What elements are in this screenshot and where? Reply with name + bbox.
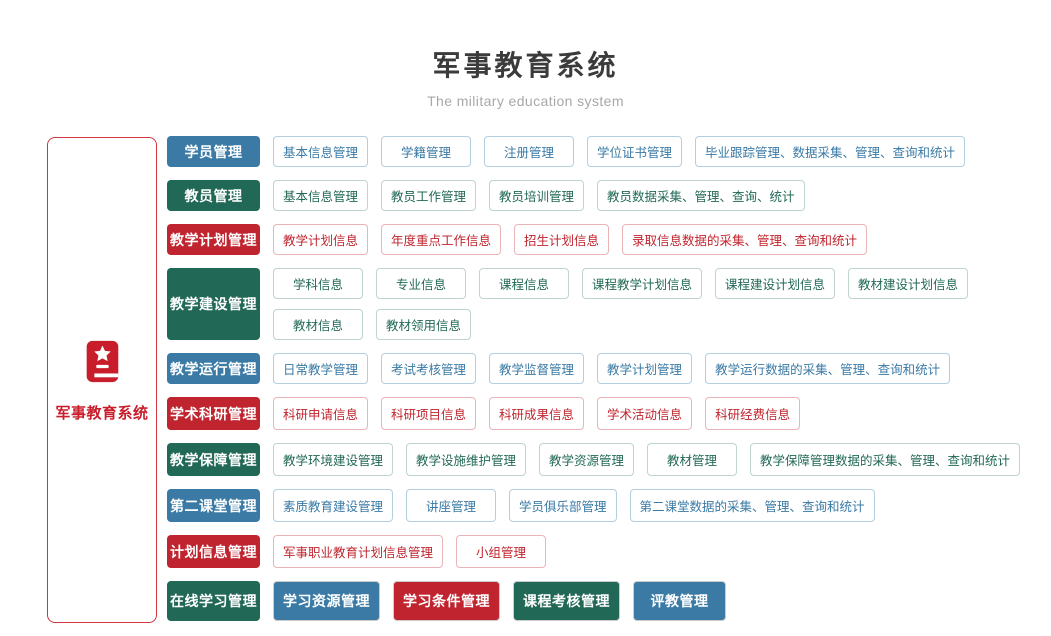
- book-star-icon: [79, 338, 125, 389]
- item-button[interactable]: 学习条件管理: [393, 581, 500, 621]
- item-button[interactable]: 科研项目信息: [381, 397, 477, 430]
- item-button[interactable]: 评教管理: [633, 581, 726, 621]
- item-button[interactable]: 军事职业教育计划信息管理: [273, 535, 444, 568]
- item-line: 素质教育建设管理讲座管理学员俱乐部管理第二课堂数据的采集、管理、查询和统计: [273, 489, 875, 522]
- item-button[interactable]: 小组管理: [456, 535, 547, 568]
- item-button[interactable]: 科研成果信息: [489, 397, 585, 430]
- main-layout: 军事教育系统 学员管理基本信息管理学籍管理注册管理学位证书管理毕业跟踪管理、数据…: [47, 136, 1051, 623]
- item-line: 军事职业教育计划信息管理小组管理: [273, 535, 547, 568]
- item-button[interactable]: 注册管理: [484, 136, 575, 167]
- item-button[interactable]: 学员俱乐部管理: [509, 489, 617, 522]
- item-button[interactable]: 专业信息: [376, 268, 466, 299]
- item-button[interactable]: 课程信息: [479, 268, 569, 299]
- system-row: 教员管理基本信息管理教员工作管理教员培训管理教员数据采集、管理、查询、统计: [167, 180, 1020, 211]
- item-line: 学科信息专业信息课程信息课程教学计划信息课程建设计划信息教材建设计划信息: [273, 268, 969, 299]
- category-items: 教学计划信息年度重点工作信息招生计划信息录取信息数据的采集、管理、查询和统计: [273, 224, 868, 255]
- category-items: 学习资源管理学习条件管理课程考核管理评教管理: [273, 581, 726, 621]
- page-subtitle: The military education system: [427, 93, 624, 109]
- item-button[interactable]: 基本信息管理: [273, 136, 369, 167]
- item-button[interactable]: 年度重点工作信息: [381, 224, 502, 255]
- item-button[interactable]: 教学监督管理: [489, 353, 585, 384]
- item-button[interactable]: 教材信息: [273, 309, 363, 340]
- item-button[interactable]: 毕业跟踪管理、数据采集、管理、查询和统计: [695, 136, 966, 167]
- item-button[interactable]: 日常教学管理: [273, 353, 369, 384]
- category-items: 基本信息管理教员工作管理教员培训管理教员数据采集、管理、查询、统计: [273, 180, 805, 211]
- category-button[interactable]: 教学计划管理: [167, 224, 260, 255]
- category-items: 教学环境建设管理教学设施维护管理教学资源管理教材管理教学保障管理数据的采集、管理…: [273, 443, 1021, 476]
- item-button[interactable]: 学术活动信息: [597, 397, 693, 430]
- item-button[interactable]: 教学计划管理: [597, 353, 693, 384]
- system-row: 教学建设管理学科信息专业信息课程信息课程教学计划信息课程建设计划信息教材建设计划…: [167, 268, 1020, 340]
- item-button[interactable]: 学位证书管理: [587, 136, 683, 167]
- category-button[interactable]: 教员管理: [167, 180, 260, 211]
- item-button[interactable]: 教学运行数据的采集、管理、查询和统计: [705, 353, 951, 384]
- item-button[interactable]: 课程建设计划信息: [715, 268, 836, 299]
- category-button[interactable]: 计划信息管理: [167, 535, 260, 568]
- system-row: 教学保障管理教学环境建设管理教学设施维护管理教学资源管理教材管理教学保障管理数据…: [167, 443, 1021, 476]
- item-line: 教学环境建设管理教学设施维护管理教学资源管理教材管理教学保障管理数据的采集、管理…: [273, 443, 1021, 476]
- category-button[interactable]: 教学运行管理: [167, 353, 260, 384]
- item-line: 日常教学管理考试考核管理教学监督管理教学计划管理教学运行数据的采集、管理、查询和…: [273, 353, 951, 384]
- item-button[interactable]: 教学设施维护管理: [406, 443, 527, 476]
- item-button[interactable]: 教员数据采集、管理、查询、统计: [597, 180, 805, 211]
- category-items: 基本信息管理学籍管理注册管理学位证书管理毕业跟踪管理、数据采集、管理、查询和统计: [273, 136, 966, 167]
- item-line: 基本信息管理教员工作管理教员培训管理教员数据采集、管理、查询、统计: [273, 180, 805, 211]
- category-items: 军事职业教育计划信息管理小组管理: [273, 535, 547, 568]
- page-header: 军事教育系统 The military education system: [0, 0, 1051, 109]
- item-button[interactable]: 录取信息数据的采集、管理、查询和统计: [622, 224, 868, 255]
- system-row: 教学计划管理教学计划信息年度重点工作信息招生计划信息录取信息数据的采集、管理、查…: [167, 224, 1020, 255]
- category-button[interactable]: 教学保障管理: [167, 443, 260, 476]
- item-button[interactable]: 讲座管理: [406, 489, 497, 522]
- item-button[interactable]: 教学计划信息: [273, 224, 369, 255]
- item-line: 基本信息管理学籍管理注册管理学位证书管理毕业跟踪管理、数据采集、管理、查询和统计: [273, 136, 966, 167]
- item-button[interactable]: 教学资源管理: [539, 443, 635, 476]
- category-button[interactable]: 学员管理: [167, 136, 260, 167]
- category-items: 日常教学管理考试考核管理教学监督管理教学计划管理教学运行数据的采集、管理、查询和…: [273, 353, 951, 384]
- category-button[interactable]: 在线学习管理: [167, 581, 260, 621]
- category-items: 科研申请信息科研项目信息科研成果信息学术活动信息科研经费信息: [273, 397, 801, 430]
- root-node-label: 军事教育系统: [55, 404, 149, 422]
- category-button[interactable]: 学术科研管理: [167, 397, 260, 430]
- item-button[interactable]: 素质教育建设管理: [273, 489, 394, 522]
- item-button[interactable]: 课程考核管理: [513, 581, 620, 621]
- item-button[interactable]: 科研经费信息: [705, 397, 801, 430]
- item-button[interactable]: 第二课堂数据的采集、管理、查询和统计: [629, 489, 875, 522]
- item-button[interactable]: 招生计划信息: [514, 224, 610, 255]
- root-node[interactable]: 军事教育系统: [47, 137, 157, 623]
- system-row: 计划信息管理军事职业教育计划信息管理小组管理: [167, 535, 1020, 568]
- item-button[interactable]: 教材领用信息: [376, 309, 472, 340]
- item-button[interactable]: 教学保障管理数据的采集、管理、查询和统计: [750, 443, 1021, 476]
- category-button[interactable]: 第二课堂管理: [167, 489, 260, 522]
- category-button[interactable]: 教学建设管理: [167, 268, 260, 340]
- item-button[interactable]: 科研申请信息: [273, 397, 369, 430]
- item-line: 学习资源管理学习条件管理课程考核管理评教管理: [273, 581, 726, 621]
- item-button[interactable]: 教员培训管理: [489, 180, 585, 211]
- item-button[interactable]: 基本信息管理: [273, 180, 369, 211]
- system-row: 第二课堂管理素质教育建设管理讲座管理学员俱乐部管理第二课堂数据的采集、管理、查询…: [167, 489, 1020, 522]
- item-line: 教材信息教材领用信息: [273, 309, 968, 340]
- item-button[interactable]: 教材管理: [647, 443, 738, 476]
- system-row: 在线学习管理学习资源管理学习条件管理课程考核管理评教管理: [167, 581, 1020, 621]
- item-button[interactable]: 学籍管理: [381, 136, 472, 167]
- rows: 学员管理基本信息管理学籍管理注册管理学位证书管理毕业跟踪管理、数据采集、管理、查…: [167, 136, 1021, 621]
- system-row: 学术科研管理科研申请信息科研项目信息科研成果信息学术活动信息科研经费信息: [167, 397, 1020, 430]
- item-line: 教学计划信息年度重点工作信息招生计划信息录取信息数据的采集、管理、查询和统计: [273, 224, 868, 255]
- item-button[interactable]: 课程教学计划信息: [582, 268, 703, 299]
- system-row: 教学运行管理日常教学管理考试考核管理教学监督管理教学计划管理教学运行数据的采集、…: [167, 353, 1020, 384]
- item-button[interactable]: 教员工作管理: [381, 180, 477, 211]
- item-button[interactable]: 学习资源管理: [273, 581, 380, 621]
- item-button[interactable]: 教学环境建设管理: [273, 443, 394, 476]
- category-items: 素质教育建设管理讲座管理学员俱乐部管理第二课堂数据的采集、管理、查询和统计: [273, 489, 875, 522]
- category-items: 学科信息专业信息课程信息课程教学计划信息课程建设计划信息教材建设计划信息教材信息…: [273, 268, 969, 340]
- item-button[interactable]: 教材建设计划信息: [848, 268, 969, 299]
- item-line: 科研申请信息科研项目信息科研成果信息学术活动信息科研经费信息: [273, 397, 801, 430]
- item-button[interactable]: 学科信息: [273, 268, 363, 299]
- system-row: 学员管理基本信息管理学籍管理注册管理学位证书管理毕业跟踪管理、数据采集、管理、查…: [167, 136, 1020, 167]
- item-button[interactable]: 考试考核管理: [381, 353, 477, 384]
- page-title: 军事教育系统: [432, 50, 619, 81]
